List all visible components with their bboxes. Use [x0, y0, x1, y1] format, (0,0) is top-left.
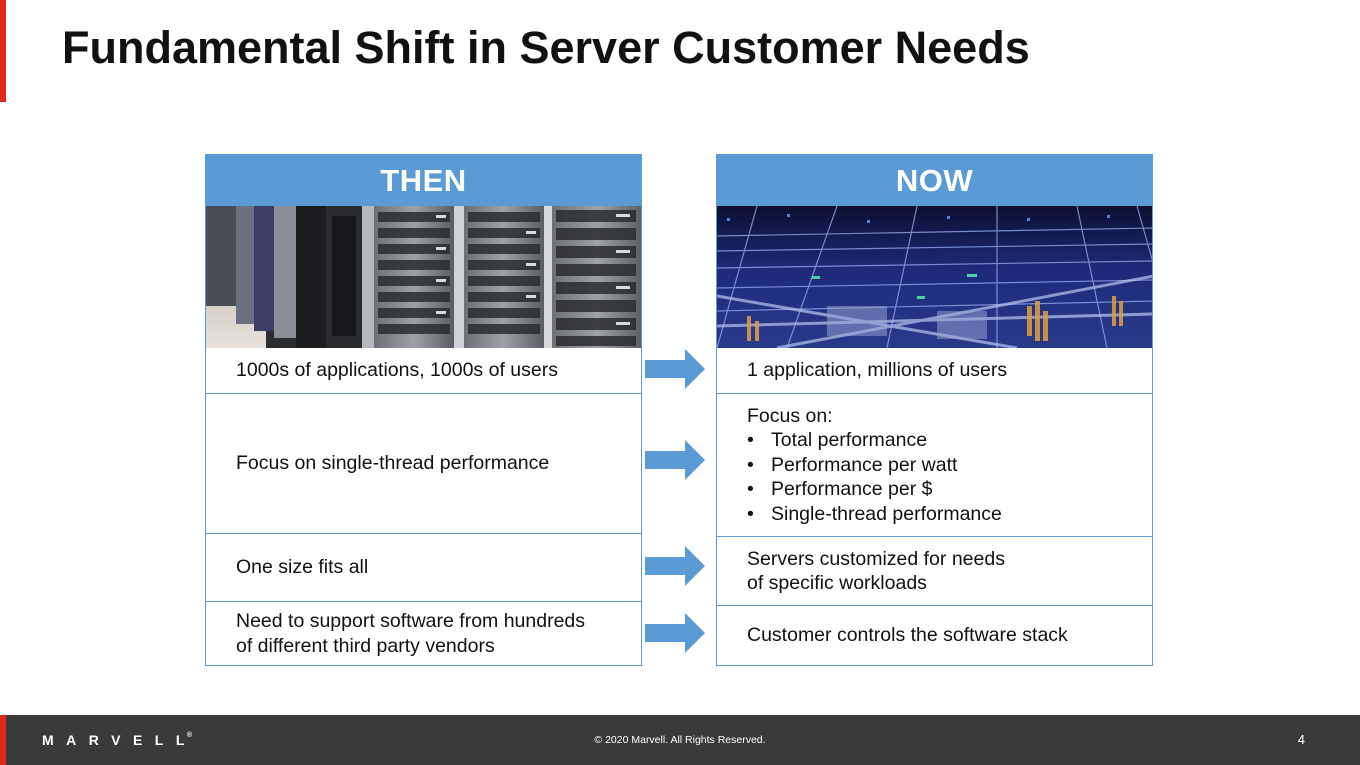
- logo-text: MARVELL: [42, 732, 197, 748]
- now-focus-list: Total performance Performance per watt P…: [747, 428, 1152, 526]
- then-header: THEN: [206, 155, 641, 206]
- page-number: 4: [1297, 732, 1305, 747]
- right-arrow-icon: [645, 349, 705, 389]
- registered-mark: ®: [186, 732, 193, 740]
- now-row-2: Focus on: Total performance Performance …: [717, 393, 1152, 536]
- now-header: NOW: [717, 155, 1152, 206]
- title-accent-bar: [0, 0, 6, 102]
- then-row-3: One size fits all: [206, 533, 641, 601]
- now-row-4-text: Customer controls the software stack: [747, 624, 1068, 647]
- slide-title: Fundamental Shift in Server Customer Nee…: [62, 22, 1030, 73]
- marvell-logo: MARVELL®: [42, 732, 202, 748]
- then-row-2: Focus on single-thread performance: [206, 393, 641, 533]
- now-focus-item: Performance per $: [747, 477, 1152, 502]
- footer: MARVELL® © 2020 Marvell. All Rights Rese…: [0, 715, 1360, 765]
- now-row-4: Customer controls the software stack: [717, 605, 1152, 665]
- then-row-4-line-2: of different third party vendors: [236, 634, 495, 657]
- now-row-1-text: 1 application, millions of users: [747, 359, 1008, 382]
- now-row-3-line-1: Servers customized for needs: [747, 547, 1005, 570]
- right-arrow-icon: [645, 440, 705, 480]
- now-row-3-line-2: of specific workloads: [747, 572, 927, 594]
- server-racks-image: [206, 206, 641, 348]
- then-row-1-text: 1000s of applications, 1000s of users: [236, 359, 558, 382]
- datacenter-image: [717, 206, 1152, 348]
- now-focus-item: Performance per watt: [747, 453, 1152, 478]
- right-arrow-icon: [645, 546, 705, 586]
- then-panel: THEN: [205, 154, 642, 666]
- server-racks-illustration: [206, 206, 641, 348]
- now-row-2-heading: Focus on:: [747, 404, 833, 427]
- copyright-text: © 2020 Marvell. All Rights Reserved.: [594, 734, 766, 746]
- now-focus-item: Total performance: [747, 428, 1152, 453]
- now-panel: NOW: [716, 154, 1153, 666]
- then-row-4: Need to support software from hundreds o…: [206, 601, 641, 665]
- now-focus-item: Single-thread performance: [747, 502, 1152, 527]
- then-row-2-text: Focus on single-thread performance: [236, 452, 550, 475]
- then-row-3-text: One size fits all: [236, 556, 369, 579]
- then-row-1: 1000s of applications, 1000s of users: [206, 348, 641, 393]
- then-row-4-line-1: Need to support software from hundreds: [236, 610, 586, 632]
- datacenter-illustration: [717, 206, 1152, 348]
- now-row-3: Servers customized for needs of specific…: [717, 536, 1152, 605]
- footer-accent-bar: [0, 715, 6, 765]
- now-row-1: 1 application, millions of users: [717, 348, 1152, 393]
- right-arrow-icon: [645, 613, 705, 653]
